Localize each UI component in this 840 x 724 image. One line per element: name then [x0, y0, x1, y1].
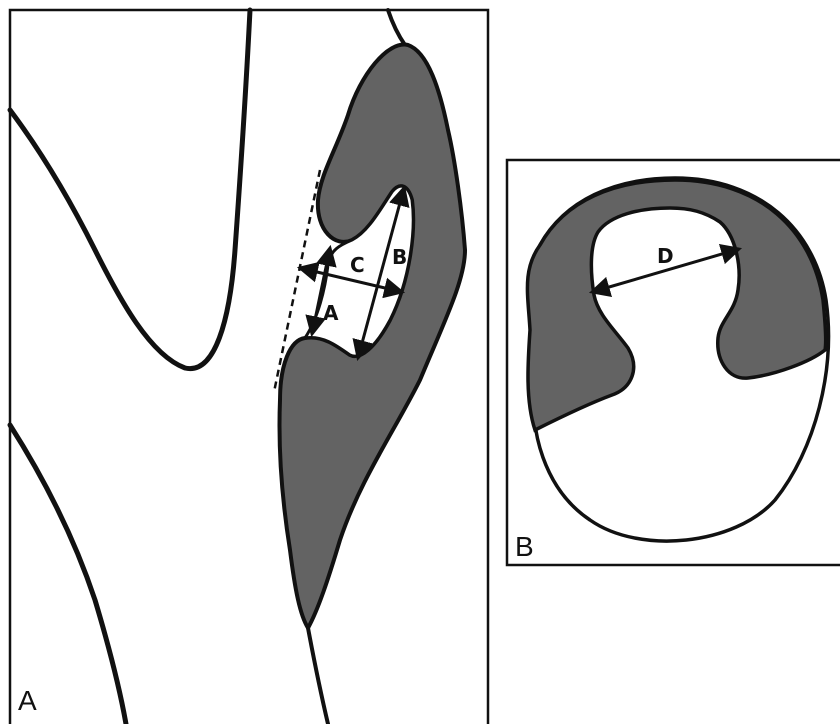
- measure-label-c: C: [350, 253, 365, 277]
- panel-a-label: A: [18, 685, 37, 716]
- panel-b-label: B: [515, 531, 534, 562]
- panel-a: A B C A: [10, 10, 488, 724]
- measure-label-d: D: [657, 244, 674, 268]
- panel-b: D B: [507, 160, 840, 565]
- measure-label-a: A: [323, 301, 339, 325]
- measure-label-b: B: [392, 245, 407, 269]
